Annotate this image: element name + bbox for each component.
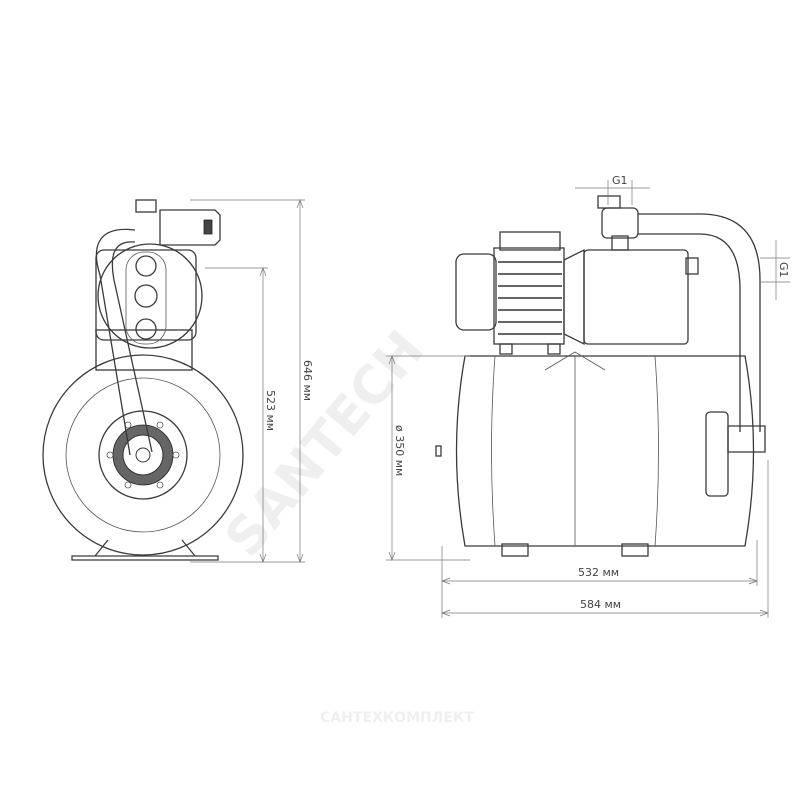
pump-bracket <box>95 329 193 371</box>
pressure-switch <box>159 209 221 246</box>
pipe-elbow <box>727 425 766 453</box>
dim-thread-side: G1 <box>777 262 790 278</box>
side-view <box>42 199 244 561</box>
dim-tank-diameter: ø 350 мм <box>393 425 406 476</box>
terminal-box <box>499 231 561 251</box>
side-view-dimensions: 646 мм 523 мм <box>190 199 314 563</box>
dim-tank-length: 532 мм <box>578 566 619 579</box>
pump-housing <box>95 249 197 341</box>
check-valve <box>601 207 639 239</box>
tank-foot-right <box>621 543 649 557</box>
pipe-outer-left <box>95 228 136 456</box>
pump-head <box>583 249 689 345</box>
pipe-outer-right <box>111 241 153 453</box>
dim-overall-length: 584 мм <box>580 598 621 611</box>
pump-volute <box>97 243 203 349</box>
dim-height-outlet: 523 мм <box>264 390 277 431</box>
tank-outer <box>42 354 244 556</box>
front-view-dimensions: ø 350 мм 532 мм 584 мм G1 G1 <box>386 174 790 618</box>
dim-height-total: 646 мм <box>301 360 314 401</box>
side-flange <box>705 411 729 497</box>
tank-foot-left <box>501 543 529 557</box>
flange-ribs <box>106 421 180 489</box>
dim-thread-top: G1 <box>612 174 628 187</box>
motor-end-cap <box>455 253 497 331</box>
front-view <box>435 195 766 557</box>
tank-inner <box>65 377 221 533</box>
tank-body <box>455 355 755 547</box>
base-feet <box>71 539 219 561</box>
pipe-outer <box>638 213 761 432</box>
watermark-bottom: САНТЕХКОМПЛЕКТ <box>320 710 474 726</box>
